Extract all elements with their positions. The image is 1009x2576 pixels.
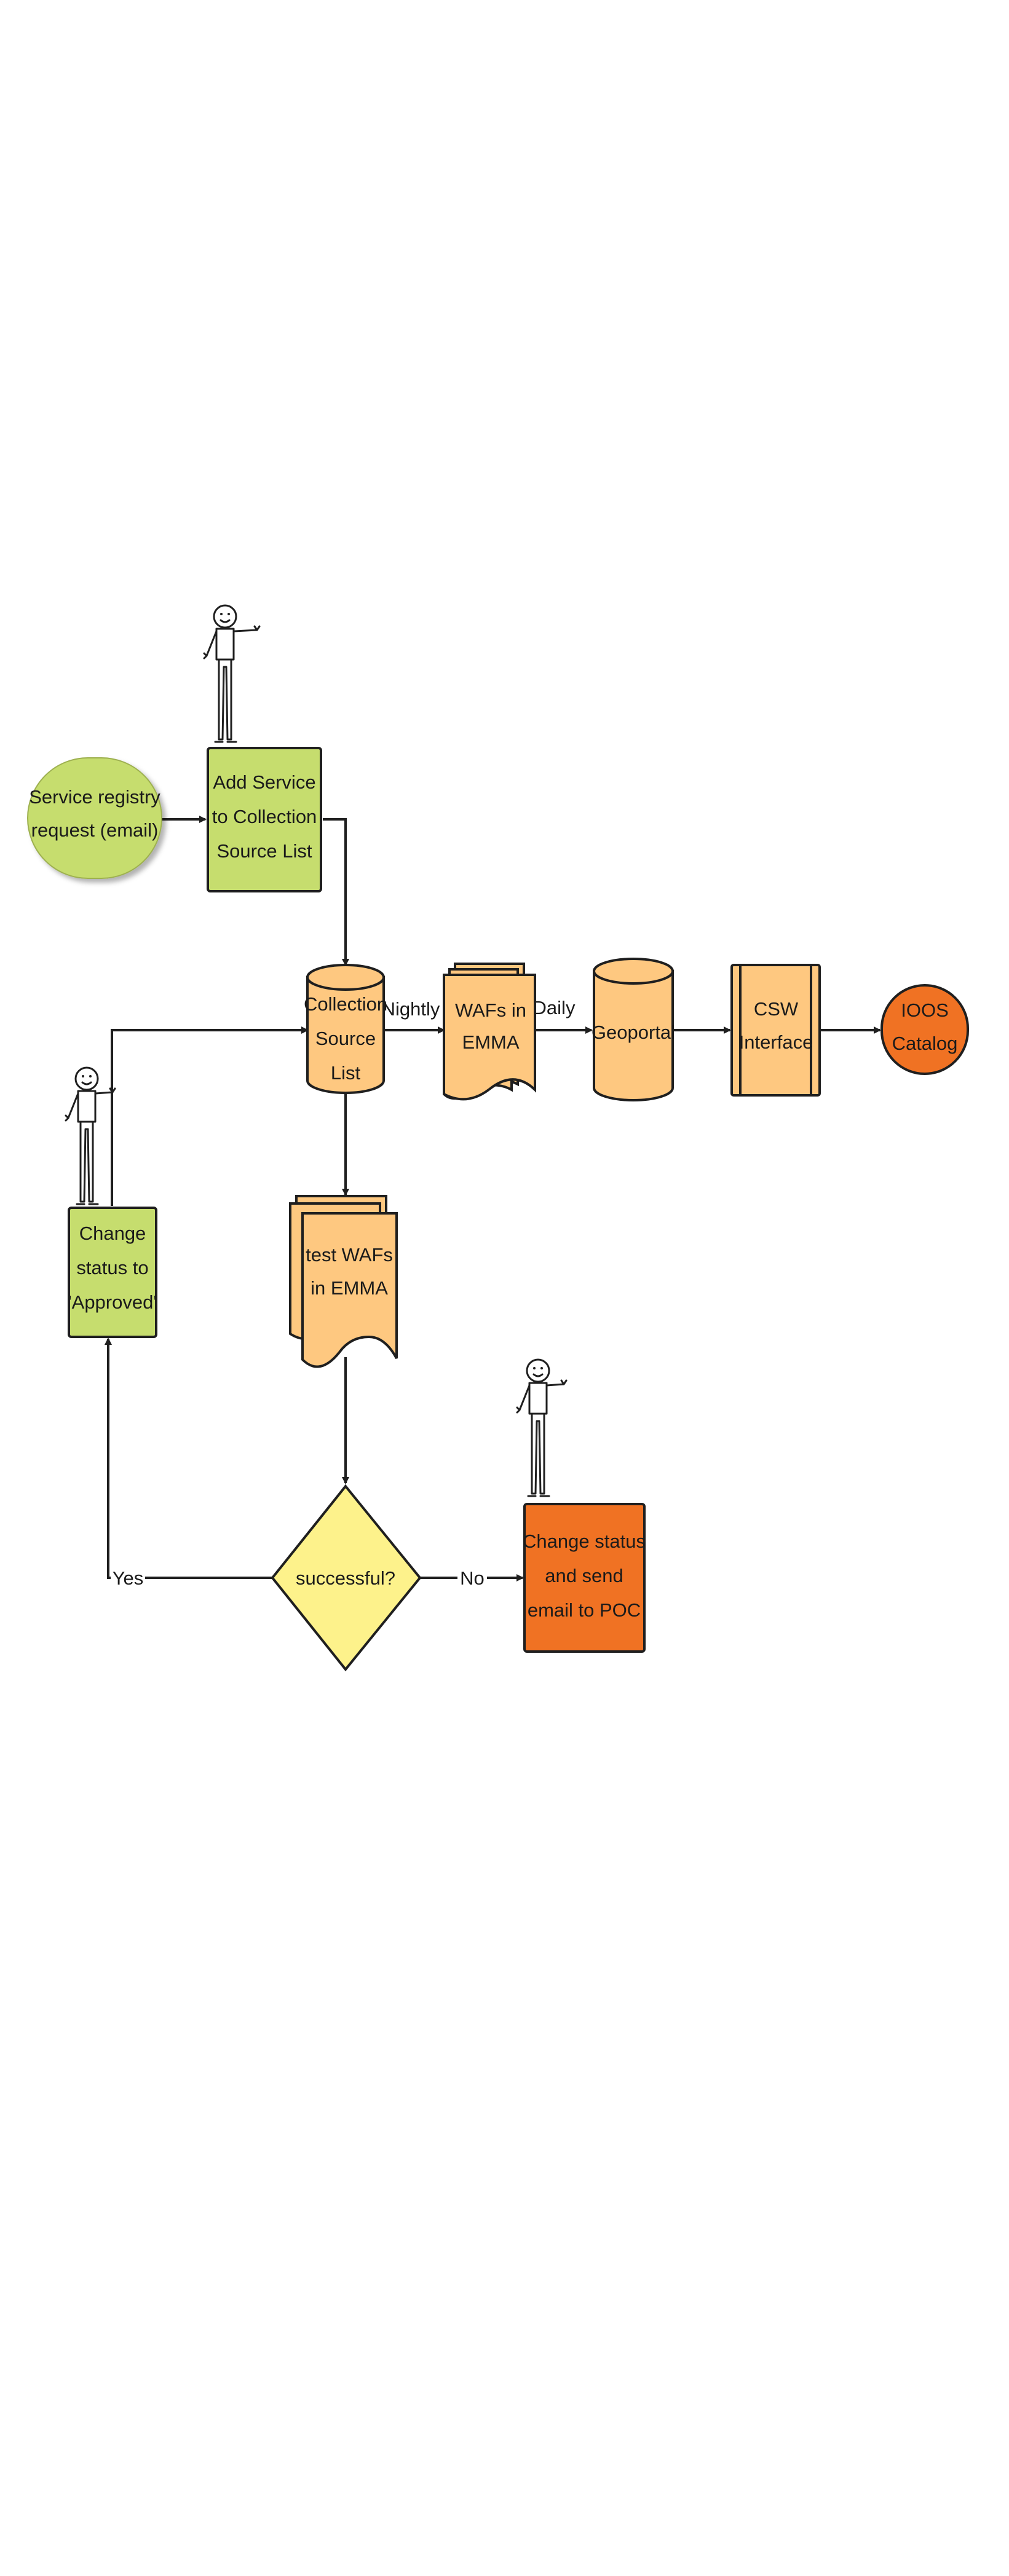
node-label-line: List bbox=[331, 1062, 361, 1084]
node-label-line: IOOS bbox=[901, 999, 949, 1021]
node-label-line: EMMA bbox=[462, 1031, 520, 1053]
node-label-line: Change status bbox=[523, 1530, 646, 1552]
edge-label-daily: Daily bbox=[533, 997, 576, 1018]
edge-label-nightly: Nightly bbox=[382, 998, 440, 1020]
edges bbox=[105, 816, 881, 1581]
node-label-line: Catalog bbox=[892, 1033, 958, 1054]
node-label-line: in EMMA bbox=[311, 1277, 388, 1299]
edge-labels: Nightly Daily Yes No bbox=[111, 996, 576, 1589]
node-successful-decision: successful? bbox=[271, 1484, 422, 1672]
node-label-line: Change bbox=[79, 1223, 146, 1244]
node-label-line: Add Service bbox=[213, 771, 315, 793]
node-ioos-catalog: IOOS Catalog bbox=[880, 984, 969, 1075]
node-label-line: and send bbox=[545, 1565, 623, 1586]
node-label-line: to Collection bbox=[212, 806, 317, 827]
node-change-status-email: Change status and send email to POC bbox=[523, 1503, 646, 1653]
edge-label-yes: Yes bbox=[113, 1567, 144, 1589]
node-csw-interface: CSW Interface bbox=[730, 964, 821, 1097]
stick-figure-actor bbox=[516, 1358, 568, 1497]
node-label-line: WAFs in bbox=[455, 999, 526, 1021]
stick-figure-actor bbox=[65, 1066, 116, 1205]
node-label-line: Geoportal bbox=[592, 1022, 675, 1043]
edge-add-service-to-collection bbox=[323, 818, 349, 966]
edge-approved-to-collection bbox=[111, 1026, 309, 1206]
edge-yes bbox=[105, 1337, 272, 1579]
node-label-line: Service registry bbox=[29, 786, 160, 808]
node-label-line: Source List bbox=[216, 840, 312, 862]
node-label-line: test WAFs bbox=[306, 1244, 393, 1266]
node-geoportal: Geoportal bbox=[592, 958, 675, 1101]
node-label-line: Collection bbox=[304, 993, 387, 1015]
node-change-status-approved: Change status to 'Approved' bbox=[68, 1207, 157, 1338]
node-label-line: CSW bbox=[754, 998, 799, 1020]
node-wafs-in-emma: WAFs in EMMA bbox=[443, 963, 536, 1101]
node-label-line: request (email) bbox=[31, 819, 159, 841]
edge-label-no: No bbox=[460, 1567, 485, 1589]
node-label-line: Interface bbox=[739, 1031, 813, 1053]
node-label-line: email to POC bbox=[528, 1599, 641, 1621]
stick-figure-actor bbox=[203, 604, 261, 743]
node-test-wafs-in-emma: test WAFs in EMMA bbox=[289, 1195, 398, 1368]
node-label-line: Source bbox=[315, 1028, 376, 1049]
node-service-request: Service registry request (email) bbox=[27, 757, 162, 879]
node-label-line: successful? bbox=[296, 1567, 395, 1589]
node-label-line: status to bbox=[76, 1257, 148, 1278]
node-label-line: 'Approved' bbox=[68, 1291, 157, 1313]
